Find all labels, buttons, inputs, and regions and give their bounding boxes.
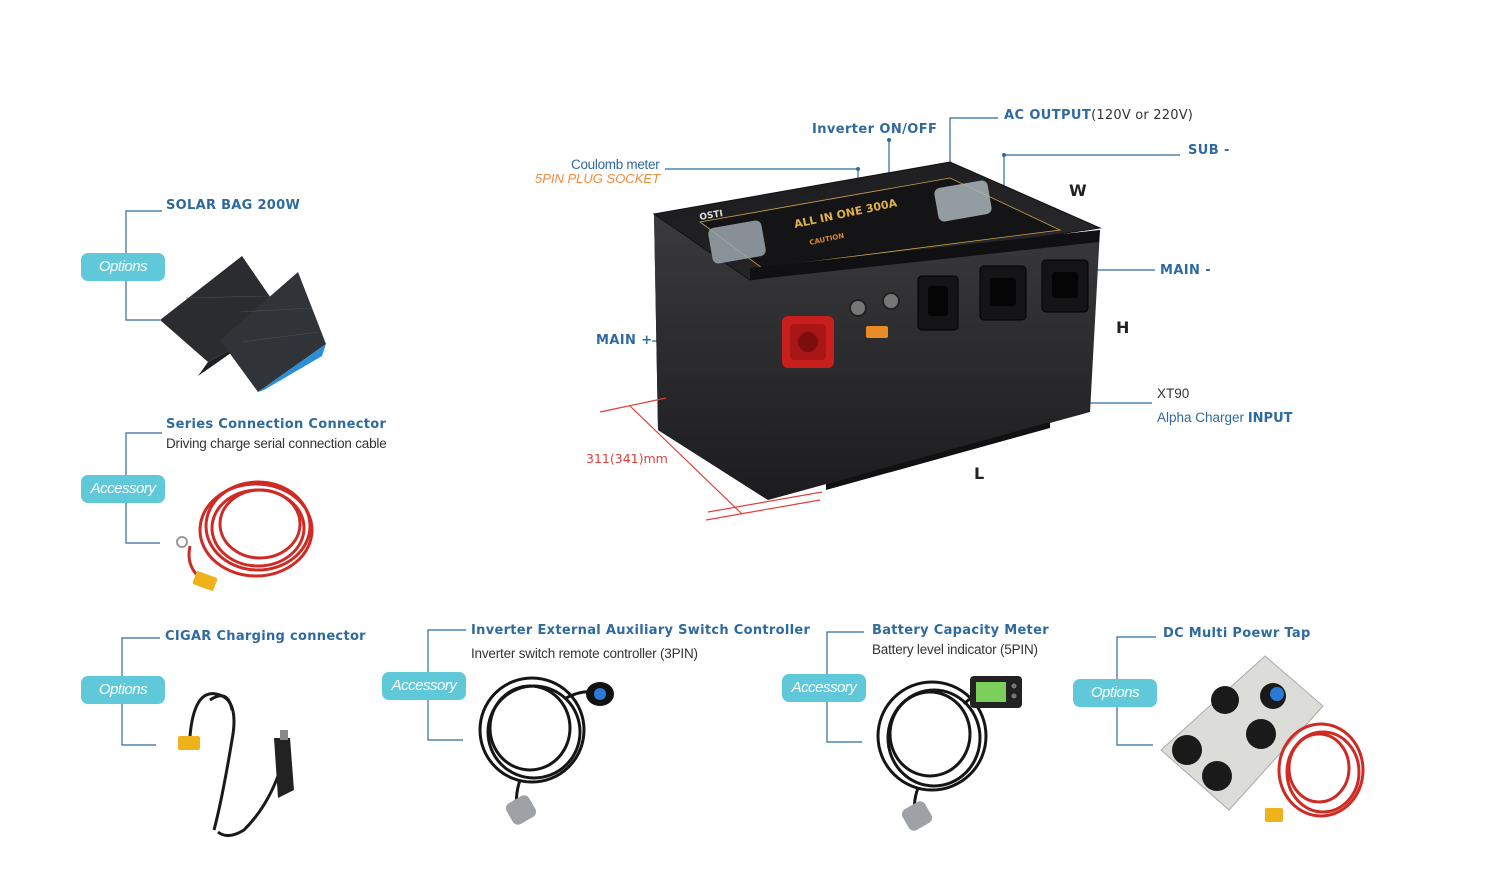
solar-bag-tag[interactable]: Options (81, 253, 165, 281)
cigar-connector-title: CIGAR Charging connector (165, 629, 366, 644)
series-connector-subtitle: Driving charge serial connection cable (166, 436, 387, 451)
battery-illustration: ALL IN ONE 300A CAUTION OSTI (652, 161, 1102, 500)
dim-depth-label: 311(341)mm (586, 451, 668, 466)
inverter-switch-tag[interactable]: Accessory (382, 672, 466, 700)
solar-bag-title: SOLAR BAG 200W (166, 198, 301, 213)
alpha-charger-text: Alpha Charger (1157, 410, 1245, 425)
inverter-switch-title: Inverter External Auxiliary Switch Contr… (471, 623, 811, 638)
dim-h-label: H (1116, 318, 1130, 337)
sub-minus-label: SUB - (1188, 143, 1230, 158)
coulomb-meter-label: Coulomb meter (571, 157, 660, 172)
cigar-cable-image (178, 692, 294, 837)
ac-output-text: AC OUTPUT (1004, 108, 1092, 123)
capacity-meter-subtitle: Battery level indicator (5PIN) (872, 642, 1038, 657)
dc-tap-title: DC Multi Poewr Tap (1163, 626, 1311, 641)
coulomb-socket (849, 299, 867, 317)
capacity-meter-image (876, 676, 1022, 831)
main-minus-label: MAIN - (1160, 263, 1212, 278)
solar-bag-image (160, 256, 326, 392)
main-plus-label: MAIN + (596, 333, 653, 348)
alpha-input-text: INPUT (1247, 411, 1293, 426)
inverter-switch (882, 292, 900, 310)
series-cable-image (176, 480, 314, 591)
cigar-connector-tag[interactable]: Options (81, 676, 165, 704)
ac-output-label: AC OUTPUT(120V or 220V) (1004, 108, 1193, 123)
inverter-switch-subtitle: Inverter switch remote controller (3PIN) (471, 646, 698, 661)
series-connector-title: Series Connection Connector (166, 417, 387, 432)
panel-brand-text: OSTI (699, 209, 724, 223)
alpha-charger-label: Alpha Charger INPUT (1157, 410, 1293, 426)
dc-tap-image (1160, 655, 1365, 822)
dim-w-label: W (1069, 181, 1087, 200)
ac-output-voltage: (120V or 220V) (1091, 108, 1194, 123)
xt90-label: XT90 (1157, 386, 1190, 401)
dim-l-label: L (974, 464, 985, 483)
inverter-onoff-label: Inverter ON/OFF (812, 122, 938, 137)
depth-dimension (599, 397, 823, 521)
capacity-meter-tag[interactable]: Accessory (782, 674, 866, 702)
dc-tap-tag[interactable]: Options (1073, 679, 1157, 707)
xt90-port (866, 326, 888, 338)
inverter-switch-image (478, 676, 614, 825)
capacity-meter-title: Battery Capacity Meter (872, 623, 1049, 638)
coulomb-socket-label: 5PIN PLUG SOCKET (535, 171, 660, 186)
series-connector-tag[interactable]: Accessory (81, 475, 165, 503)
